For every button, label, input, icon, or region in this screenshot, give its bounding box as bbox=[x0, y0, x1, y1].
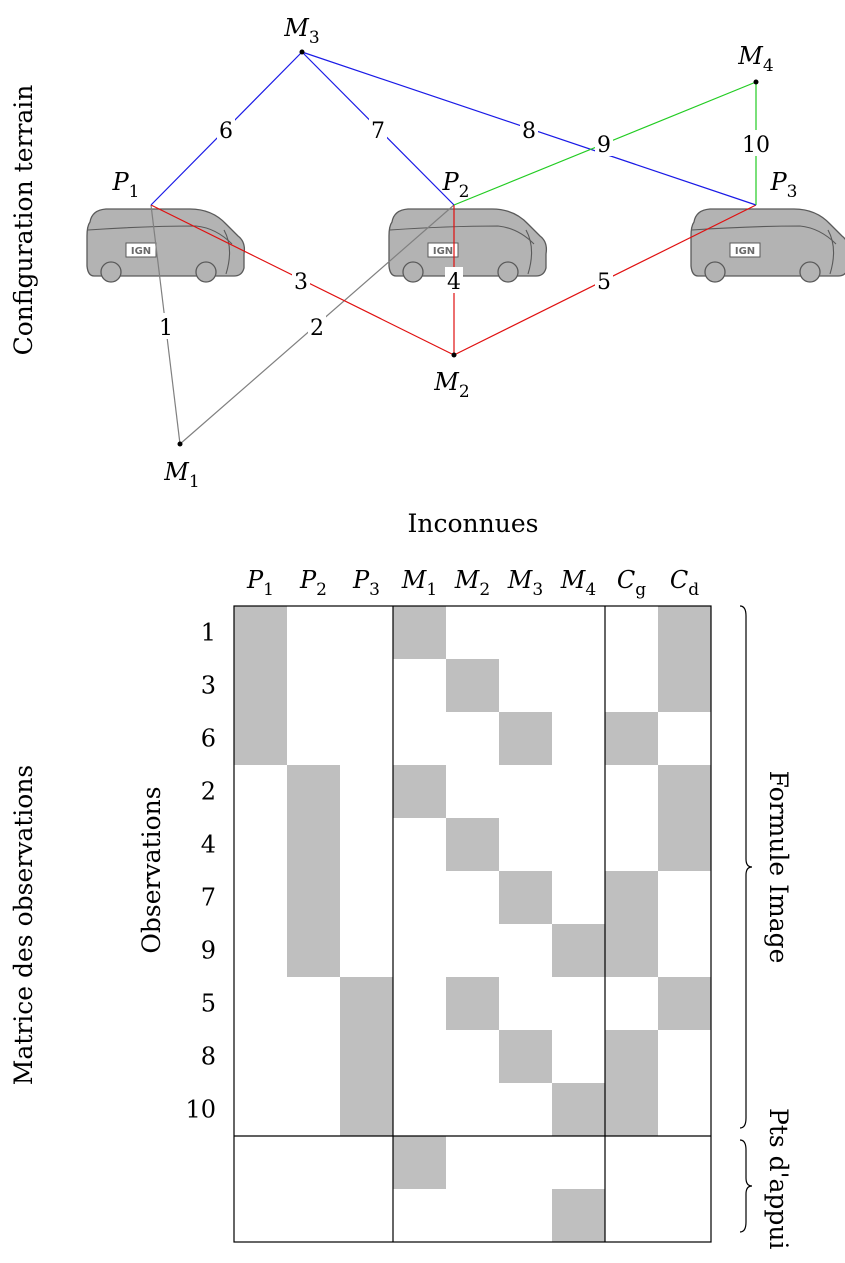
observation-number-9: 9 bbox=[597, 133, 611, 158]
matrix-cell-filled bbox=[287, 818, 340, 871]
row-label-4: 4 bbox=[201, 831, 216, 859]
row-label-5: 5 bbox=[201, 990, 216, 1018]
ground-point-m4 bbox=[753, 79, 759, 85]
observation-number-3: 3 bbox=[294, 270, 308, 295]
group-brace bbox=[739, 1139, 753, 1233]
point-label-m3: M3 bbox=[283, 14, 319, 48]
matrix-cell-filled bbox=[658, 765, 711, 818]
observation-number-2: 2 bbox=[310, 316, 324, 341]
ground-point-m2 bbox=[451, 352, 457, 358]
matrix-cell-filled bbox=[605, 871, 658, 924]
matrix-cell-filled bbox=[340, 1030, 393, 1083]
group-label-pts-appui: Pts d'appui bbox=[764, 1108, 793, 1250]
van-icon-p2: IGN bbox=[388, 208, 548, 283]
matrix-cell-filled bbox=[605, 924, 658, 977]
matrix-cell-filled bbox=[552, 1189, 605, 1242]
matrix-cell-filled bbox=[393, 1136, 446, 1189]
point-label-m4: M4 bbox=[737, 42, 773, 76]
matrix-cell-filled bbox=[552, 924, 605, 977]
column-header-p3: P3 bbox=[352, 566, 380, 600]
column-header-cg: Cg bbox=[617, 566, 646, 600]
row-label-9: 9 bbox=[201, 937, 216, 965]
row-label-2: 2 bbox=[201, 778, 216, 806]
row-label-1: 1 bbox=[201, 619, 216, 647]
station-label-p2: P2 bbox=[442, 168, 470, 202]
matrix-cell-filled bbox=[234, 659, 287, 712]
observation-number-6: 6 bbox=[219, 119, 233, 144]
group-label-formule-image: Formule Image bbox=[764, 771, 793, 964]
matrix-cell-filled bbox=[658, 818, 711, 871]
matrix-column-headers: P1 P2 P3 M1 M2 M3 M4 Cg Cd bbox=[246, 566, 699, 600]
row-label-7: 7 bbox=[201, 884, 216, 912]
row-label-10: 10 bbox=[185, 1096, 216, 1124]
matrix-cell-filled bbox=[234, 712, 287, 765]
matrix-cell-filled bbox=[234, 606, 287, 659]
matrix-cell-filled bbox=[658, 977, 711, 1030]
matrix-cell-filled bbox=[605, 712, 658, 765]
van-icon-p3: IGN bbox=[690, 208, 845, 283]
matrix-cell-filled bbox=[446, 818, 499, 871]
row-label-8: 8 bbox=[201, 1043, 216, 1071]
matrix-cell-filled bbox=[499, 712, 552, 765]
van-icon-p1: IGN bbox=[86, 208, 246, 283]
matrix-cell-filled bbox=[287, 924, 340, 977]
matrix-row-labels: 1 3 6 2 4 7 9 5 8 10 bbox=[185, 619, 216, 1124]
matrix-cell-filled bbox=[658, 659, 711, 712]
point-label-m2: M2 bbox=[433, 368, 469, 402]
vehicle-layer: IGN IGN IGN bbox=[86, 208, 845, 283]
matrix-cell-filled bbox=[287, 765, 340, 818]
column-header-p1: P1 bbox=[246, 566, 274, 600]
ign-badge-label: IGN bbox=[131, 246, 151, 257]
matrix-cell-filled bbox=[605, 1083, 658, 1136]
matrix-cell-filled bbox=[340, 1083, 393, 1136]
matrix-cell-filled bbox=[605, 1030, 658, 1083]
column-header-m1: M1 bbox=[401, 566, 437, 600]
row-label-6: 6 bbox=[201, 725, 216, 753]
observation-number-4: 4 bbox=[447, 270, 461, 295]
ground-point-m3 bbox=[299, 49, 305, 55]
matrix-cell-filled bbox=[340, 977, 393, 1030]
ign-badge-label: IGN bbox=[735, 246, 755, 257]
matrix-cell-filled bbox=[393, 606, 446, 659]
column-header-p2: P2 bbox=[299, 566, 327, 600]
ground-point-m1 bbox=[177, 441, 183, 447]
column-header-m3: M3 bbox=[507, 566, 543, 600]
matrix-cell-filled bbox=[499, 871, 552, 924]
observation-number-1: 1 bbox=[159, 316, 173, 341]
ground-points bbox=[177, 49, 759, 447]
column-header-m2: M2 bbox=[454, 566, 490, 600]
observation-number-10: 10 bbox=[742, 133, 770, 158]
matrix-cell-filled bbox=[446, 659, 499, 712]
matrix-cells bbox=[234, 606, 711, 1242]
matrix-cell-filled bbox=[446, 977, 499, 1030]
matrix-cell-filled bbox=[499, 1030, 552, 1083]
column-header-cd: Cd bbox=[670, 566, 699, 600]
matrix-border bbox=[233, 605, 712, 1243]
matrix-grid bbox=[233, 605, 712, 1243]
matrix-cell-filled bbox=[552, 1083, 605, 1136]
station-label-p3: P3 bbox=[770, 168, 798, 202]
observation-number-5: 5 bbox=[597, 270, 611, 295]
matrix-cell-filled bbox=[393, 765, 446, 818]
matrix-cell-filled bbox=[287, 871, 340, 924]
matrix-cell-filled bbox=[658, 606, 711, 659]
station-label-p1: P1 bbox=[112, 168, 140, 202]
matrix-side-label: Matrice des observations bbox=[9, 765, 38, 1086]
point-label-m1: M1 bbox=[163, 458, 199, 492]
configuration-side-label: Configuration terrain bbox=[9, 85, 38, 356]
observation-number-8: 8 bbox=[522, 119, 536, 144]
row-label-3: 3 bbox=[201, 672, 216, 700]
observations-axis-label: Observations bbox=[137, 786, 166, 953]
column-header-m4: M4 bbox=[560, 566, 596, 600]
group-brace bbox=[739, 605, 753, 1129]
ign-badge-label: IGN bbox=[433, 246, 453, 257]
observation-number-7: 7 bbox=[371, 119, 385, 144]
unknowns-title: Inconnues bbox=[408, 509, 539, 538]
